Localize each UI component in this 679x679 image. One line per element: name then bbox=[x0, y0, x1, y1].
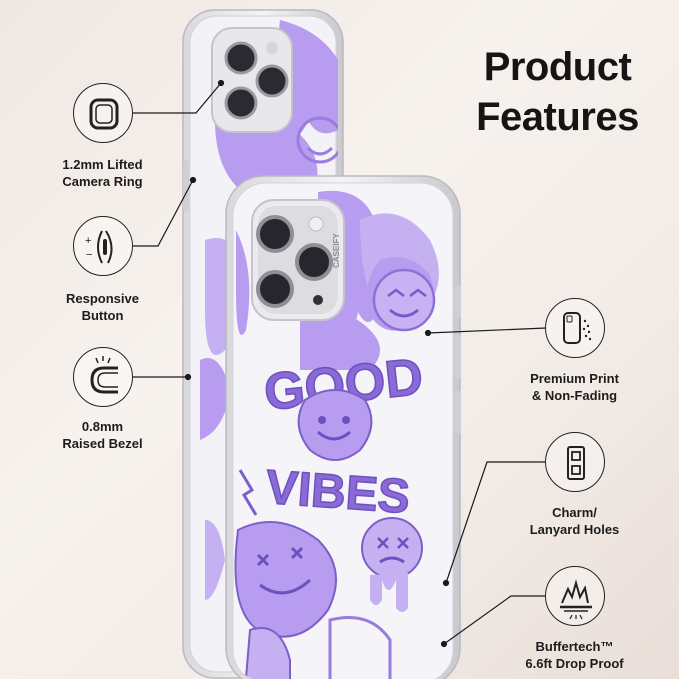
feature-label-drop-proof: Buffertech™ 6.6ft Drop Proof bbox=[525, 639, 624, 671]
case-text-vibes: VIBES bbox=[264, 461, 411, 524]
feature-label-bezel: 0.8mm Raised Bezel bbox=[62, 419, 143, 451]
leader-lines bbox=[133, 79, 547, 648]
print-icon bbox=[545, 298, 605, 358]
button-icon: + − bbox=[73, 216, 133, 276]
camera-ring-icon bbox=[73, 83, 133, 143]
feature-label-lanyard: Charm/ Lanyard Holes bbox=[529, 505, 620, 537]
drop-proof-icon bbox=[545, 566, 605, 626]
front-phone: GOOD VIBES CASEIFY bbox=[225, 175, 461, 679]
svg-text:+: + bbox=[85, 235, 91, 247]
feature-label-print: Premium Print & Non-Fading bbox=[530, 371, 619, 403]
page-title: Product Features bbox=[476, 45, 639, 139]
case-brand-label: CASEIFY bbox=[332, 233, 341, 268]
bezel-icon bbox=[73, 347, 133, 407]
svg-text:−: − bbox=[86, 249, 92, 261]
feature-label-camera-ring: 1.2mm Lifted Camera Ring bbox=[62, 157, 143, 189]
lanyard-hole-icon bbox=[545, 432, 605, 492]
feature-label-button: Responsive Button bbox=[66, 291, 139, 323]
